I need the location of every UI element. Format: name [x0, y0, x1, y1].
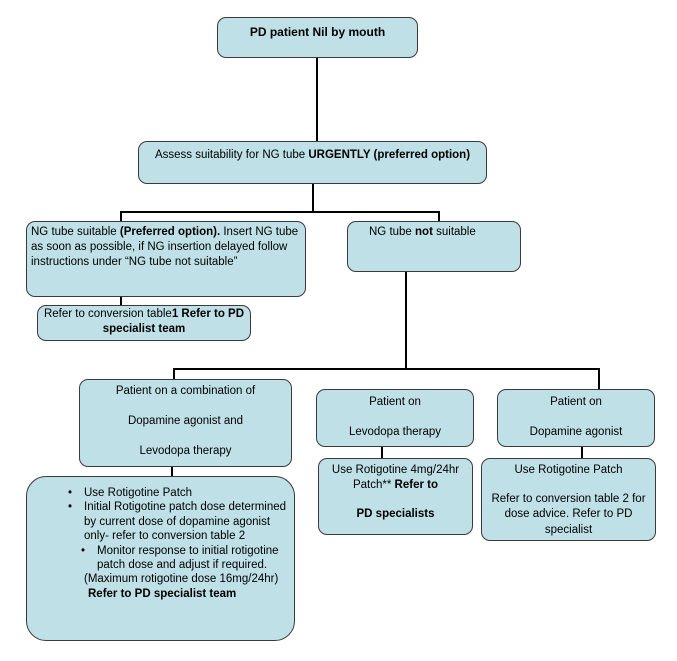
connector-not-suitable-down [405, 271, 407, 369]
node-assess-text: Assess suitability for NG tube [154, 149, 309, 161]
ng-not-suitable-text-1: NG tube [369, 226, 416, 238]
node-assess: Assess suitability for NG tube URGENTLY … [138, 141, 487, 184]
ng-suitable-bold: (Preferred option). [119, 226, 221, 238]
connector-branch-horizontal [173, 368, 599, 370]
connector-split-horizontal [120, 211, 440, 213]
node-combination: Patient on a combination of Dopamine ago… [79, 379, 292, 467]
combo-action-max: (Maximum rotigotine dose 16mg/24hr) [84, 573, 279, 586]
connector-levodopa-action [381, 446, 383, 460]
refer-conversion-text: Refer to conversion table [43, 308, 172, 320]
combination-line-3: Levodopa therapy [139, 444, 232, 457]
connector-dopamine-action [581, 446, 583, 460]
connector-to-ng-suitable [120, 211, 122, 223]
connector-start-assess [316, 57, 318, 143]
connector-to-ng-not-suitable [438, 211, 440, 223]
levodopa-line-2: Levodopa therapy [348, 426, 442, 439]
connector-ng-suitable-refer [120, 296, 122, 306]
node-assess-bold: URGENTLY (preferred option) [308, 149, 471, 161]
connector-to-dopamine [598, 368, 600, 390]
connector-to-combo [173, 368, 175, 381]
combo-action-item-1: Use Rotigotine Patch [68, 486, 286, 501]
ng-not-suitable-text-2: suitable [432, 226, 476, 238]
levodopa-action-bold-1: Refer to [391, 479, 438, 492]
node-levodopa-action: Use Rotigotine 4mg/24hr Patch** Refer to… [318, 458, 473, 535]
dopamine-line-1: Patient on [550, 396, 602, 408]
combo-action-item-3: Monitor response to initial rotigotine p… [81, 544, 286, 573]
node-dopamine-action: Use Rotigotine Patch Refer to conversion… [481, 458, 656, 541]
node-dopamine: Patient on Dopamine agonist [497, 389, 655, 447]
levodopa-action-text: Use Rotigotine 4mg/24hr Patch** [331, 464, 460, 492]
node-levodopa: Patient on Levodopa therapy [316, 389, 474, 447]
connector-assess-down [312, 183, 314, 212]
refer-conversion-bold: 1 Refer to PD specialist team [102, 308, 245, 336]
node-refer-conversion-1: Refer to conversion table1 Refer to PD s… [37, 305, 251, 341]
connector-combo-action [171, 466, 173, 478]
node-start-text: PD patient Nil by mouth [249, 25, 386, 39]
dopamine-line-2: Dopamine agonist [529, 426, 623, 439]
ng-suitable-text-2: Insert NG tube as soon as possible, if N… [31, 226, 299, 269]
node-ng-not-suitable: NG tube not suitable [347, 221, 521, 272]
combo-action-refer: Refer to PD specialist team [88, 587, 237, 600]
ng-suitable-text-1: NG tube suitable [31, 226, 120, 238]
dopamine-action-line-1: Use Rotigotine Patch [514, 464, 623, 476]
dopamine-action-line-2: Refer to conversion table 2 for dose adv… [491, 493, 646, 536]
levodopa-action-bold-2: PD specialists [356, 508, 435, 521]
combo-action-item-2: Initial Rotigotine patch dose determined… [68, 500, 286, 543]
combination-line-1: Patient on a combination of [115, 385, 256, 397]
ng-not-suitable-bold: not [415, 226, 433, 238]
node-combination-action: Use Rotigotine Patch Initial Rotigotine … [26, 476, 295, 641]
combination-line-2: Dopamine agonist and [127, 414, 244, 427]
node-ng-suitable: NG tube suitable (Preferred option). Ins… [26, 221, 306, 297]
levodopa-line-1: Patient on [369, 396, 421, 408]
node-start: PD patient Nil by mouth [217, 17, 418, 58]
